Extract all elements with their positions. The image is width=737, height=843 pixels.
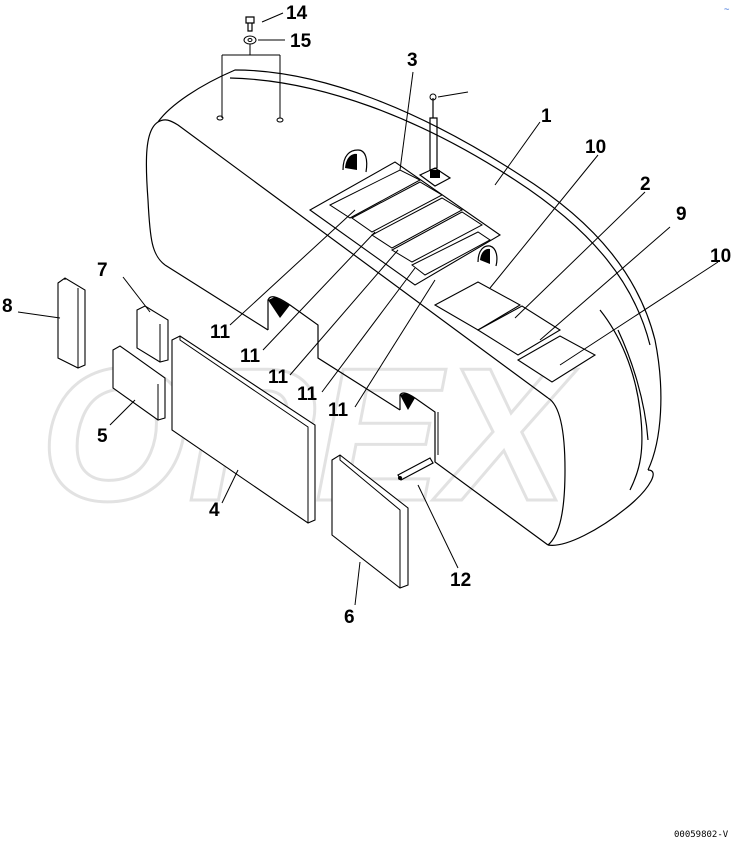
- callout-3: 3: [407, 50, 418, 71]
- callout-11-a: 11: [210, 322, 231, 343]
- callout-4: 4: [209, 500, 220, 521]
- callout-10-lower: 10: [710, 246, 731, 267]
- bolt-13: [245, 16, 255, 32]
- callout-14: 15: [290, 31, 312, 52]
- plate-6: [331, 454, 409, 589]
- callout-2: 2: [640, 174, 651, 195]
- callout-11-b: 11: [240, 346, 261, 367]
- bracket-15: [418, 93, 452, 187]
- counterweight-body: [145, 69, 662, 546]
- bolt-position-lines: [221, 44, 281, 118]
- washer-14: [243, 35, 257, 45]
- plate-9: [476, 305, 562, 356]
- callout-6: 6: [344, 607, 355, 628]
- callout-1: 1: [541, 106, 552, 127]
- plate-group-3: [308, 161, 502, 286]
- plate-8: [57, 277, 86, 369]
- callout-5: 5: [97, 426, 108, 447]
- drawing-code: 00059802-V: [674, 830, 729, 840]
- plate-10-lower: [516, 335, 597, 383]
- callout-12: 12: [450, 570, 471, 591]
- plate-4: [171, 335, 316, 524]
- callout-10-upper: 10: [585, 137, 606, 158]
- callout-7: 7: [97, 260, 108, 281]
- leader-lines: [17, 12, 719, 606]
- callout-11-d: 11: [297, 384, 318, 405]
- corner-mark: ~: [724, 5, 730, 15]
- bolt-12: [397, 457, 434, 481]
- callout-11-e: 11: [328, 400, 349, 421]
- callout-8: 8: [2, 296, 13, 317]
- plate-10-upper: [433, 281, 522, 331]
- plate-5: [112, 345, 166, 421]
- callout-11-c: 11: [268, 367, 289, 388]
- callout-13: 14: [286, 3, 308, 24]
- callout-9: 9: [676, 204, 687, 225]
